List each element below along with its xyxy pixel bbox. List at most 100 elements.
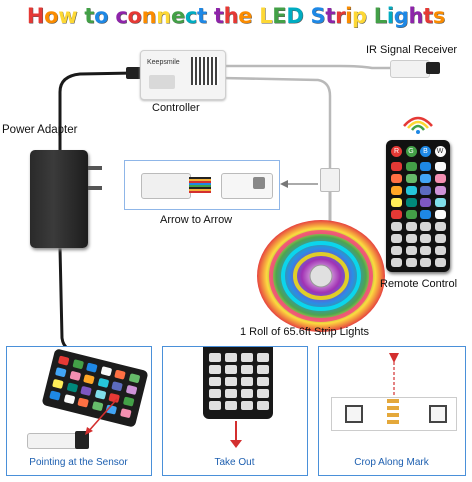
take-out-arrow-icon <box>230 421 242 448</box>
remote-color-button <box>405 186 417 195</box>
remote-color-button <box>434 162 446 171</box>
controller-label: Controller <box>152 102 200 114</box>
reel-ring-2 <box>281 241 361 311</box>
remote-color-button <box>391 162 402 171</box>
title-letter: c <box>115 4 128 28</box>
remote-back-button <box>241 389 253 398</box>
remote-color-button <box>420 186 431 195</box>
title-letter: h <box>408 4 424 28</box>
reel-ring-3 <box>293 252 349 300</box>
reel-hub-icon <box>309 264 333 288</box>
connector-pins <box>189 177 211 193</box>
remote-back-button <box>225 401 237 410</box>
connector-chip <box>253 177 265 189</box>
wireless-signal-icon <box>403 116 433 134</box>
scissors-icon <box>389 353 399 397</box>
remote-back-button <box>241 377 253 386</box>
title-letter: c <box>184 4 198 28</box>
title-letter: p <box>352 4 367 28</box>
remote-color-button <box>434 234 446 243</box>
title-letter: o <box>94 4 109 28</box>
step-caption-2: Take Out <box>214 457 255 468</box>
title-letter: H <box>26 4 45 28</box>
remote-color-button <box>420 174 431 183</box>
remote-back-button <box>209 353 221 362</box>
arrow-to-arrow-inset <box>124 160 280 210</box>
strip-lights-label: 1 Roll of 65.6ft Strip Lights <box>240 326 370 338</box>
small-remote-button <box>128 373 140 384</box>
small-remote-button <box>49 390 61 401</box>
remote-back-button <box>209 377 221 386</box>
remote-color-button <box>420 258 431 267</box>
small-remote-button <box>57 355 70 366</box>
controller-bluetooth-icon <box>149 75 175 89</box>
remote-color-button <box>391 186 402 195</box>
remote-color-button <box>434 198 446 207</box>
remote-button-w: W <box>434 146 446 157</box>
step-panel-3: Crop Along Mark <box>318 346 466 476</box>
small-remote-button <box>52 378 64 389</box>
remote-back-button <box>241 353 253 362</box>
ir-receiver-wire <box>222 64 392 70</box>
remote-color-button <box>420 162 431 171</box>
title-letter: L <box>373 4 387 28</box>
title-letter: i <box>345 4 353 28</box>
title-letter: S <box>310 4 326 28</box>
remote-button-g: G <box>405 146 417 157</box>
small-remote-button <box>86 362 98 373</box>
title-letter: t <box>325 4 336 28</box>
small-remote-button <box>97 377 109 388</box>
remote-color-button <box>391 222 402 231</box>
title-letter: w <box>58 4 78 28</box>
remote-back-button <box>257 353 269 362</box>
power-adapter <box>30 150 88 248</box>
step-caption-1: Pointing at the Sensor <box>29 457 128 468</box>
remote-button-r: R <box>391 146 402 157</box>
title-letter: g <box>393 4 409 28</box>
small-remote-button <box>54 367 67 378</box>
red-arrow-icon <box>85 398 118 435</box>
remote-color-button <box>405 234 417 243</box>
remote-color-button <box>391 258 402 267</box>
remote-color-button <box>434 186 446 195</box>
page-title: How to connect the LED Strip Lights <box>0 4 472 28</box>
small-remote-button <box>122 396 135 407</box>
adapter-prongs-2 <box>88 186 102 190</box>
title-letter: E <box>272 4 287 28</box>
step-panel-2: Take Out <box>162 346 308 476</box>
remote-color-button <box>391 246 402 255</box>
remote-color-button <box>434 174 446 183</box>
title-letter: n <box>156 4 171 28</box>
title-letter: o <box>127 4 142 28</box>
remote-color-button <box>434 210 446 219</box>
remote-color-button <box>434 258 446 267</box>
remote-back-button <box>225 365 237 374</box>
remote-back-button <box>209 401 221 410</box>
title-letter: i <box>386 4 394 28</box>
title-letter: D <box>286 4 304 28</box>
remote-color-button <box>391 210 402 219</box>
remote-color-button <box>405 174 417 183</box>
power-adapter-label: Power Adapter <box>2 124 78 136</box>
controller-brand: Keepsmile <box>147 59 180 66</box>
remote-back <box>203 347 273 419</box>
sensor-plug <box>27 433 79 449</box>
power-cable <box>58 71 139 152</box>
reel-ring-1 <box>269 230 373 322</box>
strip-led-right <box>429 405 447 423</box>
remote-back-button <box>257 401 269 410</box>
title-letter: t <box>423 4 433 28</box>
remote-color-button <box>420 234 431 243</box>
remote-color-button <box>391 198 402 207</box>
title-letter: o <box>44 4 59 28</box>
remote-back-button <box>257 377 269 386</box>
dc-plug <box>126 67 142 79</box>
adapter-prongs <box>88 166 102 170</box>
title-letter: e <box>170 4 185 28</box>
remote-color-button <box>405 246 417 255</box>
remote-color-button <box>434 222 446 231</box>
connector-left <box>141 173 191 199</box>
sensor-head <box>75 431 89 449</box>
remote-color-button <box>434 246 446 255</box>
